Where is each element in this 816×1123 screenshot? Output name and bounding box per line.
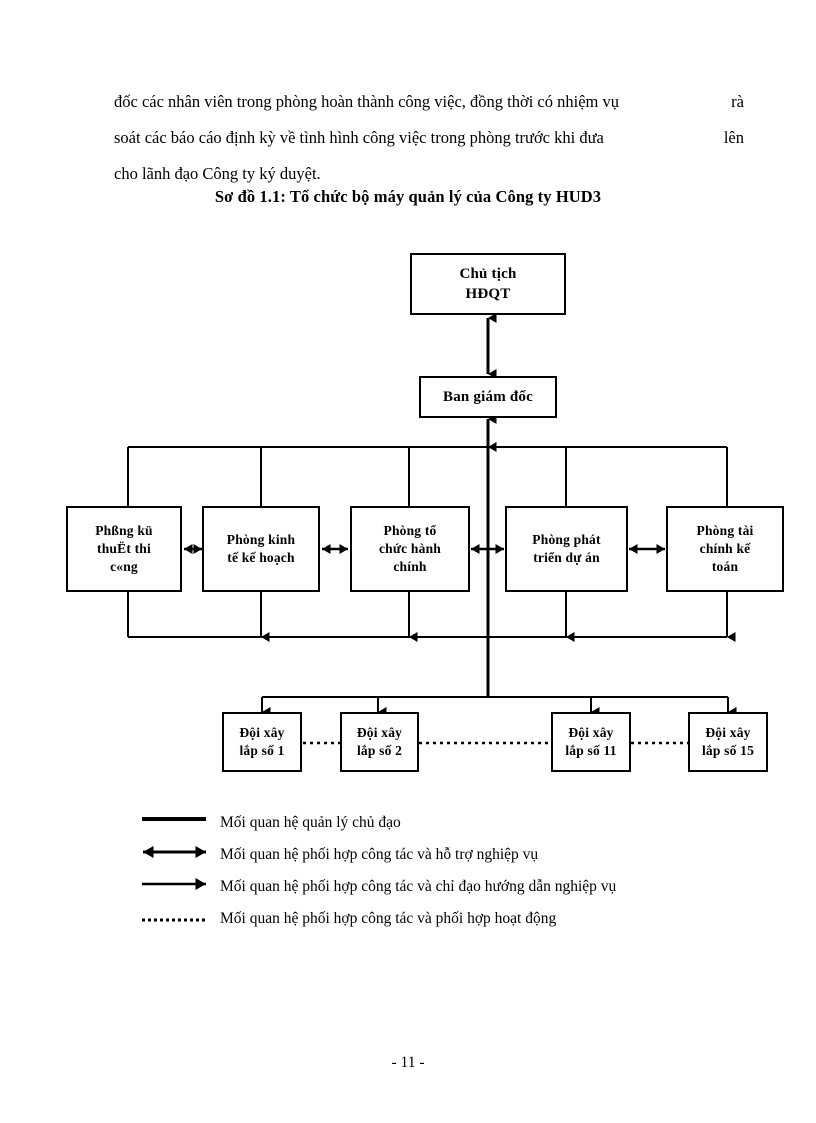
legend-item-dotted: Mối quan hệ phối hợp công tác và phối hợ… xyxy=(140,904,760,936)
node-dept5-line1: Phòng tài xyxy=(696,523,754,538)
node-team15-line2: lắp số 15 xyxy=(701,743,755,758)
legend-label-single-arrow: Mối quan hệ phối hợp công tác và chỉ đạo… xyxy=(220,878,617,895)
node-team15-line1: Đội xây xyxy=(705,725,751,740)
node-team-2[interactable]: Đội xây lắp số 2 xyxy=(340,712,419,772)
paragraph-line-1-tail: rà xyxy=(731,92,744,111)
node-department-administration[interactable]: Phòng tổ chức hành chính xyxy=(350,506,470,592)
node-team1-line1: Đội xây xyxy=(239,725,285,740)
legend-item-solid: Mối quan hệ quản lý chủ đạo xyxy=(140,808,760,840)
node-team11-line2: lắp số 11 xyxy=(565,743,617,758)
node-chairman-line1: Chủ tịch xyxy=(459,266,517,282)
node-board-line1: Ban giám đốc xyxy=(443,389,533,405)
node-dept5-line2: chính kế xyxy=(699,541,751,556)
paragraph-line-1: đốc các nhân viên trong phòng hoàn thành… xyxy=(114,84,744,120)
legend-label-double-arrow: Mối quan hệ phối hợp công tác và hỗ trợ … xyxy=(220,846,539,863)
solid-line-icon xyxy=(142,817,206,821)
legend-item-double-arrow: Mối quan hệ phối hợp công tác và hỗ trợ … xyxy=(140,840,760,872)
node-dept4-line2: triển dự án xyxy=(533,550,600,565)
node-dept3-line2: chức hành xyxy=(378,541,442,556)
legend-item-single-arrow: Mối quan hệ phối hợp công tác và chỉ đạo… xyxy=(140,872,760,904)
node-dept3-line1: Phòng tổ xyxy=(383,523,437,538)
node-department-project-development[interactable]: Phòng phát triển dự án xyxy=(505,506,628,592)
node-team2-line2: lắp số 2 xyxy=(356,743,403,758)
node-team2-line1: Đội xây xyxy=(356,725,403,740)
node-team-11[interactable]: Đội xây lắp số 11 xyxy=(551,712,631,772)
legend-label-solid: Mối quan hệ quản lý chủ đạo xyxy=(220,814,401,831)
node-chairman-line2: HĐQT xyxy=(465,286,511,302)
node-dept5-line3: toán xyxy=(711,559,739,574)
figure-title: Sơ đồ 1.1: Tổ chức bộ máy quản lý của Cô… xyxy=(214,187,602,206)
paragraph-line-2-main: soát các báo cáo định kỳ về tình hình cô… xyxy=(114,128,604,147)
paragraph: đốc các nhân viên trong phòng hoàn thành… xyxy=(114,84,744,192)
double-arrow-line-icon xyxy=(143,846,206,858)
node-department-business-planning[interactable]: Phòng kinh tế kế hoạch xyxy=(202,506,320,592)
node-dept1-line3: c«ng xyxy=(110,559,138,574)
node-dept3-line3: chính xyxy=(393,559,427,574)
node-dept4-line1: Phòng phát xyxy=(532,532,601,547)
diagram-legend: Mối quan hệ quản lý chủ đạo Mối quan hệ … xyxy=(140,808,760,936)
node-team11-line1: Đội xây xyxy=(568,725,614,740)
paragraph-line-3: cho lãnh đạo Công ty ký duyệt. xyxy=(114,164,321,183)
node-board-of-directors[interactable]: Ban giám đốc xyxy=(419,376,557,418)
node-department-technical[interactable]: Phßng kü thuËt thi c«ng xyxy=(66,506,182,592)
body-text-block: đốc các nhân viên trong phòng hoàn thành… xyxy=(114,84,744,192)
node-dept2-line1: Phòng kinh xyxy=(226,532,296,547)
node-team-15[interactable]: Đội xây lắp số 15 xyxy=(688,712,768,772)
node-dept1-line1: Phßng kü xyxy=(95,523,153,538)
node-department-finance-accounting[interactable]: Phòng tài chính kế toán xyxy=(666,506,784,592)
node-dept1-line2: thuËt thi xyxy=(97,541,151,556)
paragraph-line-2-tail: lên xyxy=(723,128,744,147)
page-number: - 11 - xyxy=(391,1054,425,1071)
node-dept2-line2: tế kế hoạch xyxy=(227,550,295,565)
node-team1-line2: lắp số 1 xyxy=(239,743,285,758)
single-arrow-line-icon xyxy=(142,878,206,890)
node-chairman[interactable]: Chủ tịch HĐQT xyxy=(410,253,566,315)
dotted-line-icon xyxy=(142,918,206,922)
paragraph-line-1-main: đốc các nhân viên trong phòng hoàn thành… xyxy=(114,92,619,111)
paragraph-line-2: soát các báo cáo định kỳ về tình hình cô… xyxy=(114,120,744,156)
node-team-1[interactable]: Đội xây lắp số 1 xyxy=(222,712,302,772)
legend-label-dotted: Mối quan hệ phối hợp công tác và phối hợ… xyxy=(220,910,557,927)
